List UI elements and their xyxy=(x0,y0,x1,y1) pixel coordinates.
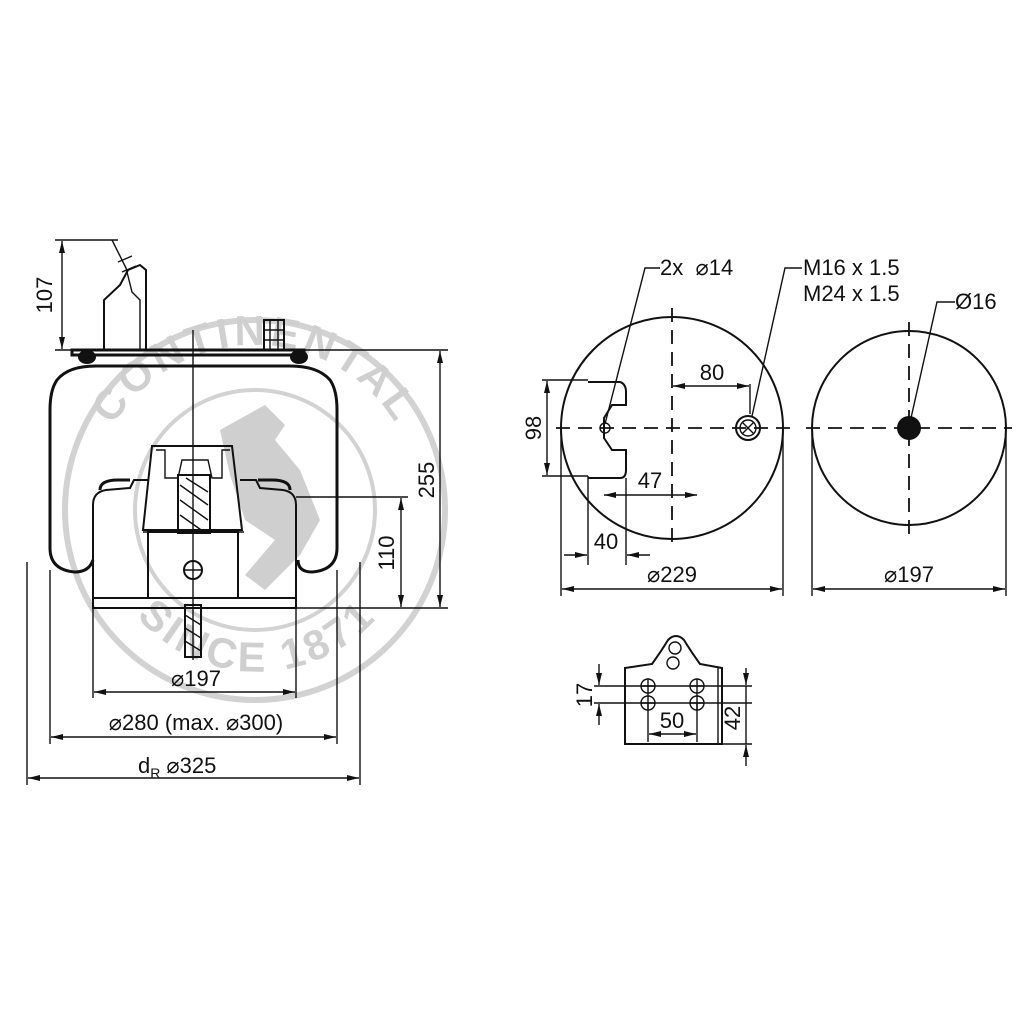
svg-text:SINCE 1871: SINCE 1871 xyxy=(130,589,385,681)
bracket-view: 17 50 42 xyxy=(572,635,752,766)
watermark-bottom-text: SINCE 1871 xyxy=(130,589,381,681)
dim-107-label: 107 xyxy=(32,277,57,314)
top-plate-view: 2x ⌀14 M16 x 1.5 M24 x 1.5 80 98 47 40 ⌀… xyxy=(521,255,900,596)
dim-bellow-diameter-label: ⌀280 (max. ⌀300) xyxy=(109,710,283,735)
dim-47-label: 47 xyxy=(638,468,662,493)
bottom-plate-view: Ø16 ⌀197 xyxy=(806,289,1012,596)
dim-197-bottom-label: ⌀197 xyxy=(884,562,934,587)
dim-42-label: 42 xyxy=(720,706,745,730)
thread-label-m16: M16 x 1.5 xyxy=(803,255,900,280)
side-view: 107 255 110 ⌀197 ⌀280 (max. ⌀300) dR⌀325 xyxy=(26,239,448,785)
dim-40-label: 40 xyxy=(594,529,618,554)
thread-label-m24: M24 x 1.5 xyxy=(803,281,900,306)
center-hole-icon xyxy=(897,416,921,440)
dim-229-label: ⌀229 xyxy=(647,562,697,587)
hole-diameter-label: Ø16 xyxy=(955,289,997,314)
dim-roll-diameter-label: dR⌀325 xyxy=(138,753,216,781)
dim-50-label: 50 xyxy=(660,708,684,733)
holes-label: 2x ⌀14 xyxy=(660,255,733,280)
dim-80-label: 80 xyxy=(700,360,724,385)
dim-110-label: 110 xyxy=(374,535,399,570)
dim-98-label: 98 xyxy=(521,416,546,440)
dim-255-label: 255 xyxy=(414,462,439,499)
dim-piston-diameter-label: ⌀197 xyxy=(171,666,221,691)
dim-17-label: 17 xyxy=(572,683,597,707)
